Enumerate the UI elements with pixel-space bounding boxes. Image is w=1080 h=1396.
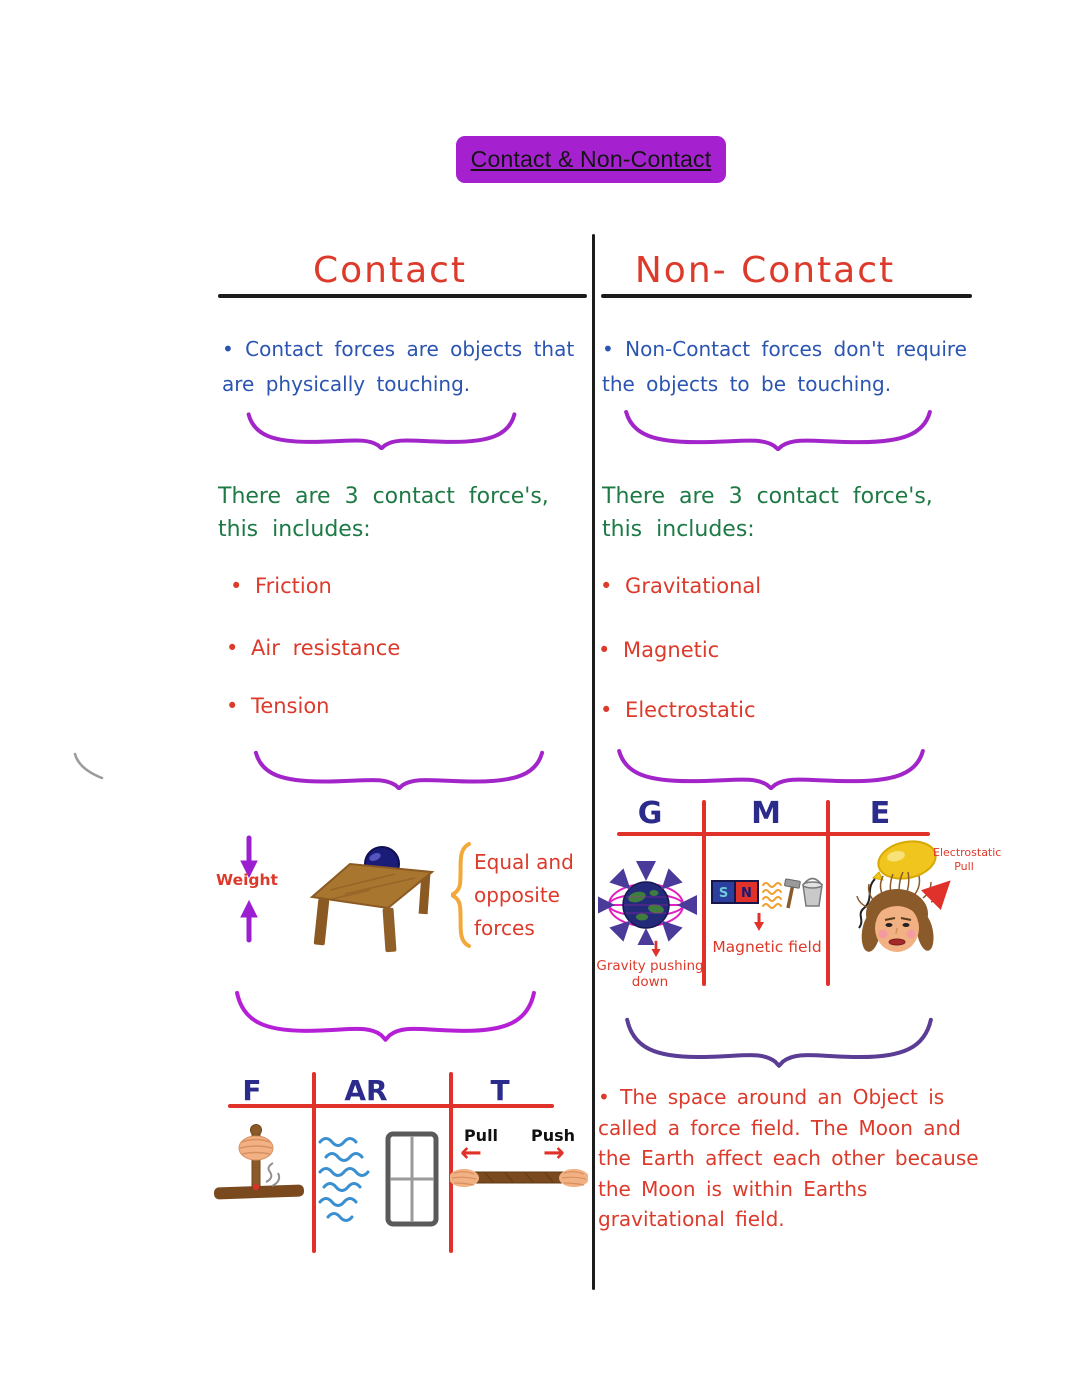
fart-table-header-line <box>228 1104 554 1108</box>
smoke-icon <box>265 1162 274 1183</box>
balloon-string <box>858 878 876 929</box>
push-label: Push <box>530 1126 576 1145</box>
hammer-icon <box>786 883 795 909</box>
gme-header-e: E <box>869 796 891 831</box>
friction-fire-drill-drawing <box>213 1124 305 1200</box>
pull-arrow-icon: ← <box>460 1138 482 1168</box>
contact-column-header: Contact <box>312 250 468 291</box>
contact-list-item: • Air resistance <box>226 636 401 660</box>
contact-list-item: • Friction <box>230 574 332 598</box>
pull-label: Pull <box>463 1126 499 1145</box>
contact-list-item: • Tension <box>226 694 330 718</box>
magnet-pole-n: N <box>741 886 752 901</box>
force-field-note: • The space around an Object is called a… <box>598 1085 979 1231</box>
down-arrow-icon <box>754 913 764 931</box>
gravity-caption: Gravity pushing down <box>596 958 704 990</box>
equal-note-line: opposite forces <box>474 883 560 940</box>
earth-gravity-drawing <box>598 861 697 945</box>
fart-header-t: T <box>490 1074 510 1107</box>
noncontact-header-underline <box>601 294 972 298</box>
push-arrow-icon: → <box>543 1138 565 1168</box>
gme-table-divider <box>702 800 706 986</box>
electrostatic-arrow-icon <box>920 880 951 911</box>
noncontact-intro-text: • Non-Contact forces don't require the o… <box>602 337 967 396</box>
underbrace-contact-drawing <box>233 984 538 1042</box>
underbrace-noncontact-intro <box>622 405 934 451</box>
tension-tug-drawing <box>450 1169 588 1187</box>
fart-header-f: F <box>242 1074 262 1107</box>
fart-table-divider <box>312 1072 316 1253</box>
equal-note-line: Equal and <box>474 850 574 874</box>
fart-header-ar: AR <box>344 1074 388 1107</box>
contact-count-note: There are 3 contact force's, this includ… <box>218 484 549 542</box>
magnet-drawing: S N <box>711 877 823 909</box>
underbrace-noncontact-drawing <box>623 1011 935 1068</box>
balloon-hair-drawing <box>856 840 951 952</box>
underbrace-contact-list <box>252 746 546 790</box>
gme-header-g: G <box>637 796 663 831</box>
weight-arrows-icon <box>240 835 258 943</box>
stray-pen-mark <box>73 752 104 780</box>
gme-table-header-line <box>617 832 930 836</box>
down-arrow-icon <box>651 940 661 958</box>
noncontact-list-item: • Magnetic <box>598 638 720 662</box>
page-title-highlight: Contact & Non-Contact <box>456 136 726 183</box>
noncontact-column-header: Non- Contact <box>634 250 896 291</box>
hand-icon <box>238 1135 274 1161</box>
magnetic-field-caption: Magnetic field <box>712 938 822 956</box>
fart-table-divider <box>449 1072 453 1253</box>
magnet-pole-s: S <box>719 886 728 901</box>
gme-header-m: M <box>751 796 781 831</box>
underbrace-noncontact-list <box>615 744 927 790</box>
weight-label: Weight <box>216 871 278 889</box>
contact-header-underline <box>218 294 587 298</box>
wind-waves-icon <box>318 1137 370 1222</box>
gme-table-divider <box>826 800 830 986</box>
air-resistance-drawing <box>318 1131 439 1227</box>
electrostatic-caption: Electrostatic Pull <box>933 846 1002 873</box>
contact-intro-text: • Contact forces are objects that are ph… <box>222 337 575 396</box>
noncontact-list-item: • Gravitational <box>600 574 762 598</box>
noncontact-list-item: • Electrostatic <box>600 698 756 722</box>
noncontact-count-note: There are 3 contact force's, this includ… <box>602 484 933 542</box>
equal-opposite-note: Equal and opposite forces <box>474 846 604 945</box>
table-with-ball-drawing <box>309 846 435 953</box>
orange-brace-icon <box>450 842 471 948</box>
page-title: Contact & Non-Contact <box>470 146 712 172</box>
underbrace-contact-intro <box>245 408 518 450</box>
column-divider-line <box>592 234 595 1290</box>
